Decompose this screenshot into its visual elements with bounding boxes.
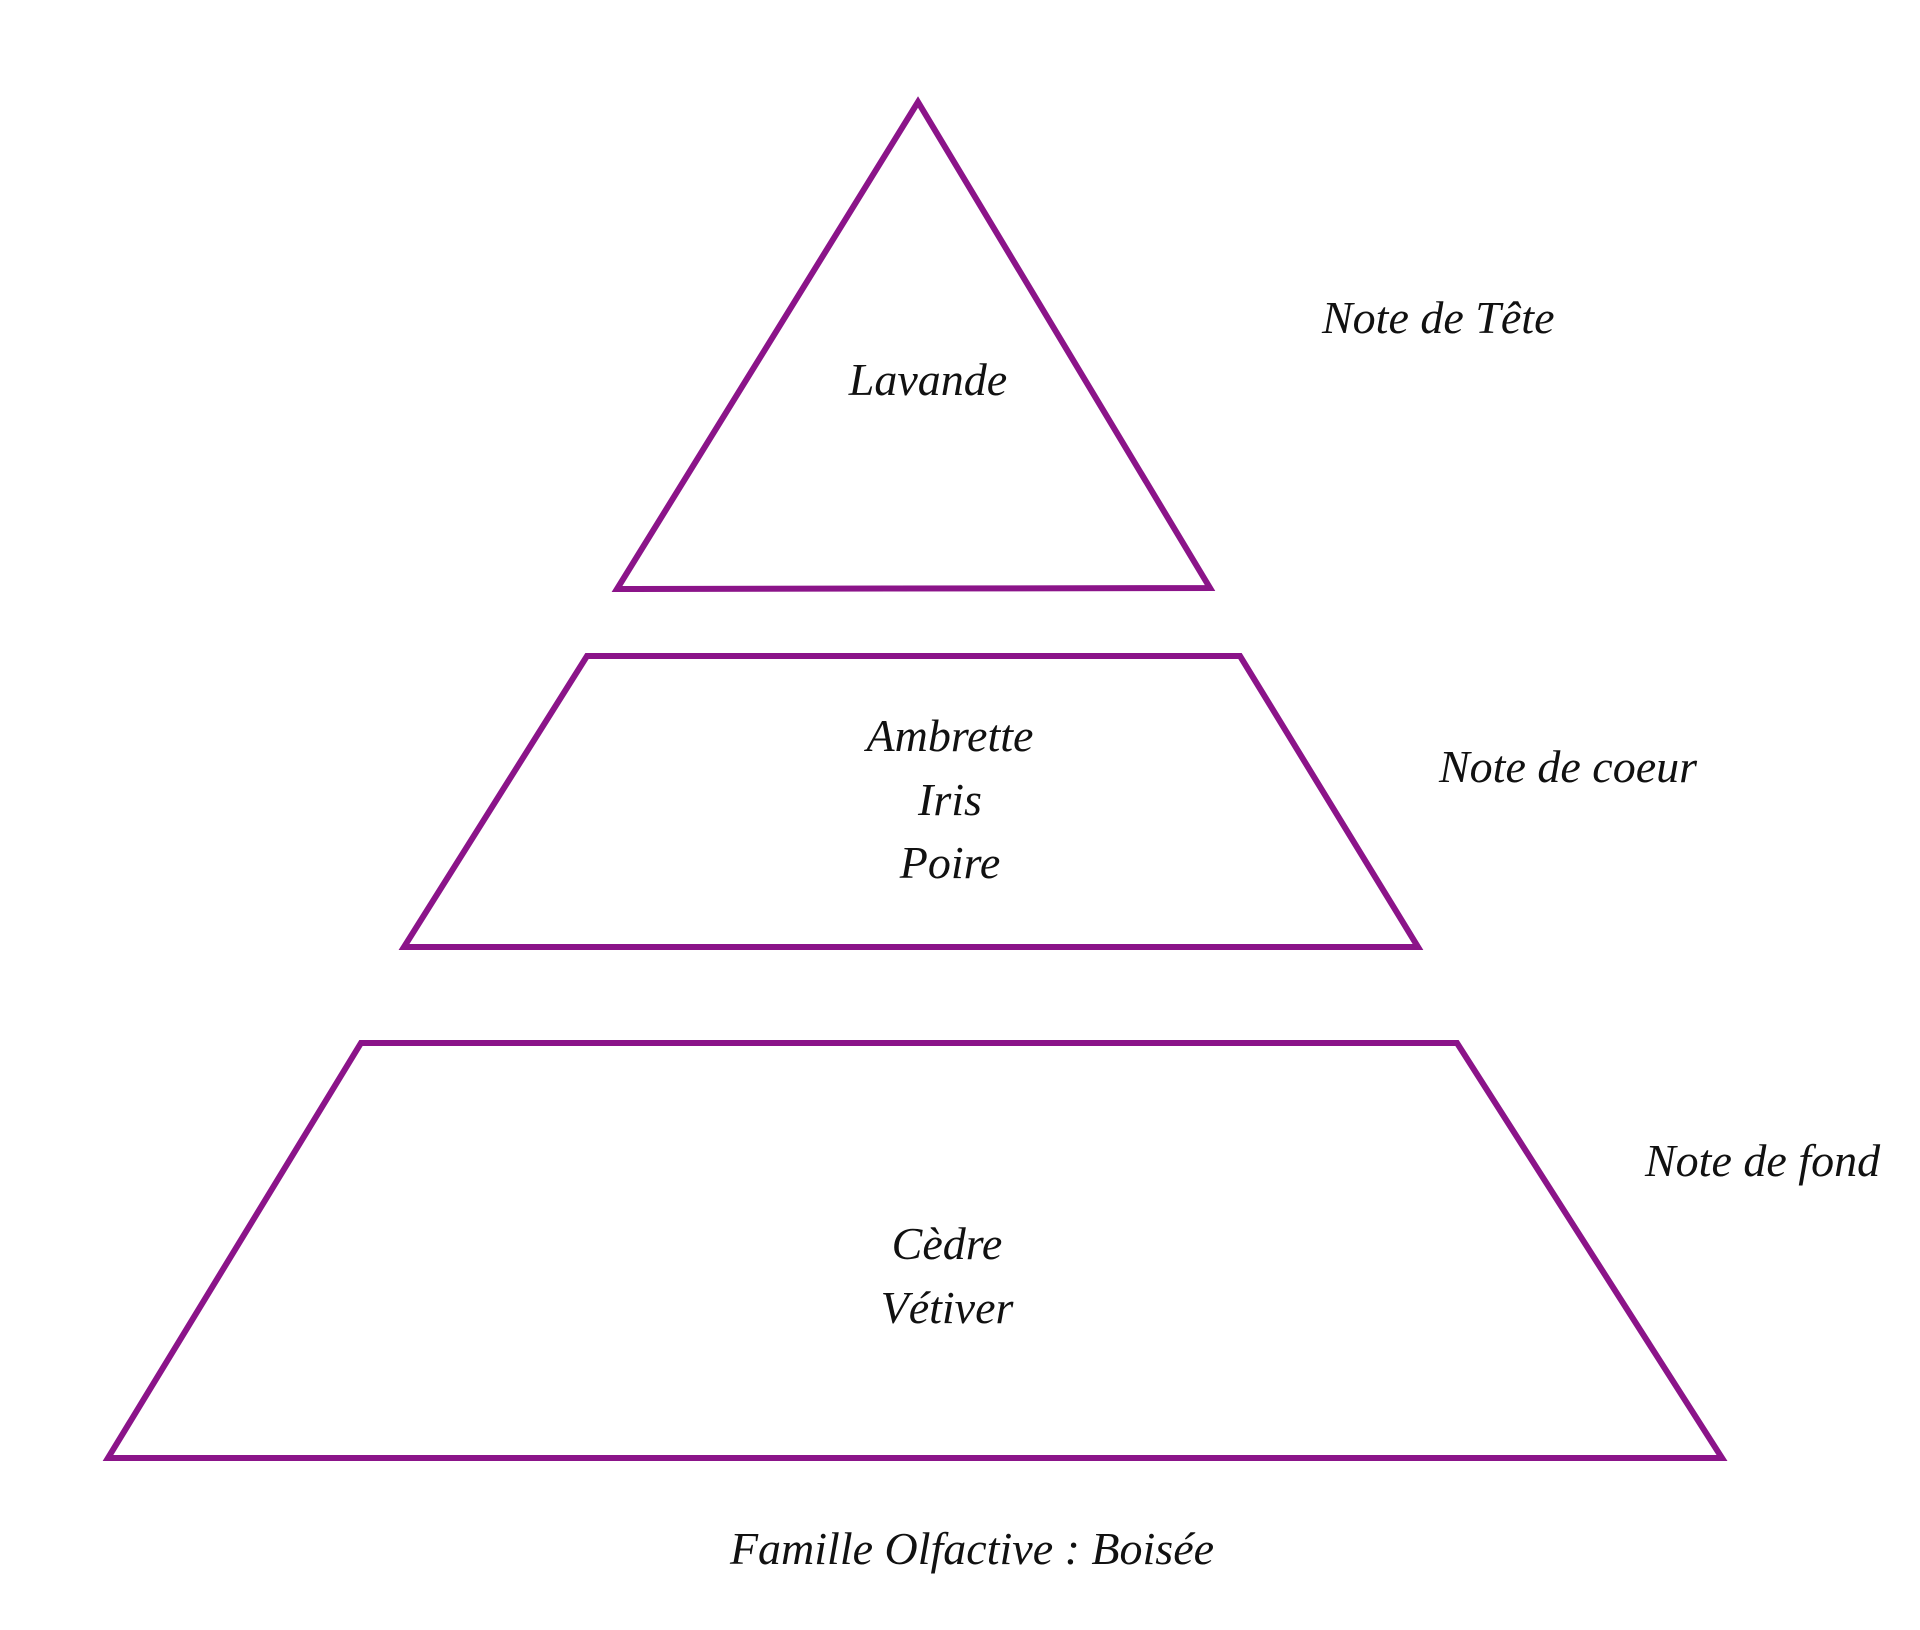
base-tier-trapezoid [102, 1040, 1728, 1461]
heart-note: Ambrette [866, 710, 1034, 761]
heart-note: Iris [918, 774, 982, 825]
top-tier-triangle [611, 96, 1216, 593]
olfactive-family: Famille Olfactive : Boisée [729, 1523, 1215, 1574]
base-note: Cèdre [891, 1218, 1003, 1269]
top-tier-label: Note de Tête [1322, 292, 1555, 343]
base-note: Vétiver [880, 1282, 1014, 1333]
base-tier-label: Note de fond [1645, 1135, 1881, 1186]
heart-note: Poire [899, 837, 1001, 888]
middle-tier-trapezoid [398, 653, 1424, 950]
middle-tier-label: Note de coeur [1439, 741, 1698, 792]
top-note: Lavande [848, 354, 1008, 405]
